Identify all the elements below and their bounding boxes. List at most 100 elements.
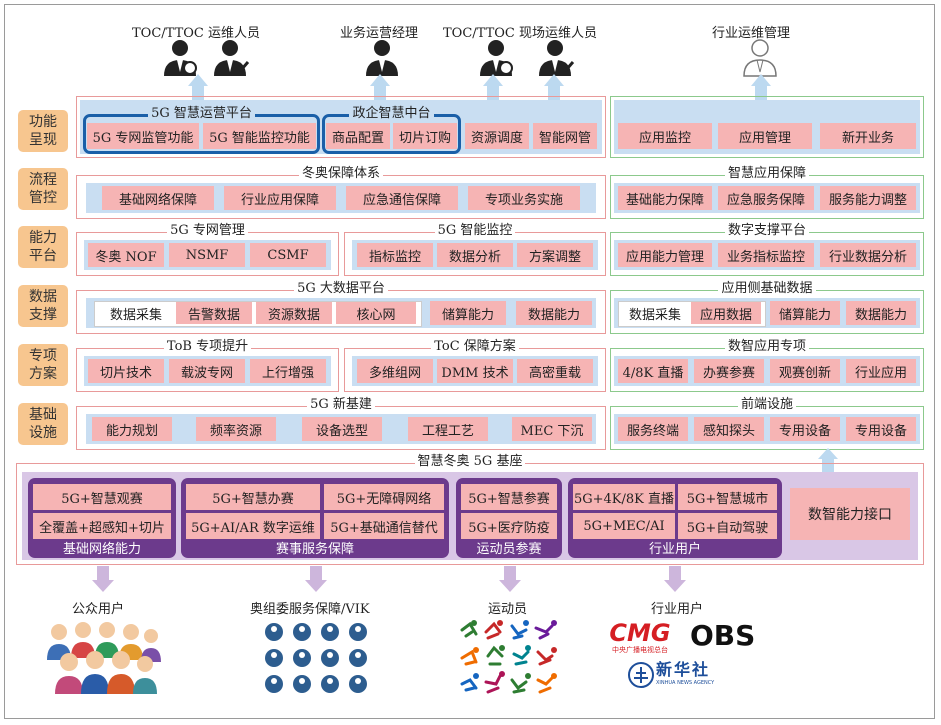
row1-group — [76, 96, 606, 158]
athletes-caption: 运动员 — [488, 602, 528, 617]
platform-5g-title: 5G 智慧运营平台 — [148, 106, 255, 121]
person-outline-icon — [743, 39, 777, 77]
row2-group: 冬奥保障体系 — [76, 166, 606, 219]
frontend-item: 感知探头 — [694, 417, 764, 441]
row2-title: 冬奥保障体系 — [298, 166, 383, 181]
vik-caption: 奥组委服务保障/VIK — [250, 602, 370, 617]
base-item: 5G+智慧办赛 — [186, 484, 320, 510]
row1-right-group — [610, 96, 924, 158]
arrow-down-icon — [92, 566, 114, 592]
frontend-item: 服务终端 — [618, 417, 688, 441]
role-toc-ops: TOC/TTOC 运维人员 — [132, 26, 260, 41]
arrow-up-icon — [751, 74, 771, 100]
industry-users-caption: 行业用户 — [651, 602, 704, 617]
layer-label: 流程 管控 — [18, 168, 68, 210]
arrow-up-icon — [544, 74, 564, 102]
role-biz-mgr: 业务运营经理 — [340, 26, 419, 41]
layer-label: 专项 方案 — [18, 344, 68, 386]
public-users-caption: 公众用户 — [72, 602, 125, 617]
row3-right-title: 数字支撑平台 — [724, 223, 809, 238]
row5-a-title: ToB 专项提升 — [163, 339, 252, 354]
xinhua-logo: 新华社 XINHUA NEWS AGENCY — [656, 660, 730, 690]
smart-app-assurance-item: 应急服务保障 — [718, 186, 814, 210]
row2-right-title: 智慧应用保障 — [724, 166, 809, 181]
data-source-item: 核心网 — [336, 302, 416, 324]
platform-5g-box: 5G 智慧运营平台 — [83, 106, 320, 154]
infra-item: 频率资源 — [196, 417, 276, 441]
digital-app-item: 行业应用 — [846, 359, 916, 383]
row5-right-group: 数智应用专项 — [610, 339, 924, 392]
data-source-item: 资源数据 — [256, 302, 332, 324]
staff-grid-icon — [265, 623, 367, 693]
assurance-item: 行业应用保障 — [224, 186, 336, 210]
smart-monitor-item: 指标监控 — [357, 243, 433, 267]
row4-group: 5G 大数据平台 — [76, 281, 606, 334]
cmg-logo: CMG 中央广播电视总台 — [604, 620, 676, 656]
storage-compute: 储算能力 — [430, 301, 506, 325]
gov-platform-box: 政企智慧中台 — [322, 106, 461, 154]
row5-a-group: ToB 专项提升 — [76, 339, 339, 392]
private-net-item: NSMF — [169, 243, 245, 267]
app-storage-compute: 储算能力 — [770, 301, 840, 325]
role-industry-mgr: 行业运维管理 — [712, 26, 791, 41]
arrow-up-icon — [370, 74, 390, 102]
arrow-down-icon — [305, 566, 327, 592]
arrow-up-icon — [818, 448, 838, 472]
private-net-item: CSMF — [250, 243, 326, 267]
goods-config: 商品配置 — [326, 123, 390, 149]
row5-b-group: ToC 保障方案 — [344, 339, 606, 392]
person-icon — [539, 40, 575, 76]
row6-title: 5G 新基建 — [307, 397, 375, 412]
row6-right-group: 前端设施 — [610, 397, 924, 450]
row6-group: 5G 新基建 — [76, 397, 606, 450]
gov-platform-title: 政企智慧中台 — [349, 106, 434, 121]
assurance-item: 应急通信保障 — [346, 186, 458, 210]
layer-label: 能力 平台 — [18, 226, 68, 268]
base-item: 5G+基础通信替代 — [324, 513, 444, 539]
crowd-icon — [47, 622, 161, 694]
data-source-item: 告警数据 — [176, 302, 252, 324]
slice-order: 切片订购 — [393, 123, 457, 149]
digital-support-item: 行业数据分析 — [820, 243, 916, 267]
assurance-item: 专项业务实施 — [468, 186, 580, 210]
infra-item: 能力规划 — [92, 417, 172, 441]
row3-right-group: 数字支撑平台 — [610, 223, 924, 276]
data-collect: 数据采集 — [98, 302, 174, 324]
row4-right-group: 应用侧基础数据 — [610, 281, 924, 334]
base-item: 5G+智慧参赛 — [461, 484, 557, 510]
person-icon — [164, 40, 197, 76]
frontend-item: 专用设备 — [770, 417, 840, 441]
row5-b-title: ToC 保障方案 — [431, 339, 519, 354]
app-monitor: 应用监控 — [618, 123, 712, 149]
smart-app-assurance-item: 基础能力保障 — [618, 186, 712, 210]
arrow-up-icon — [188, 74, 208, 102]
base-item: 5G+智慧城市 — [678, 484, 777, 510]
smart-monitor-item: 数据分析 — [437, 243, 513, 267]
digital-app-item: 4/8K 直播 — [618, 359, 688, 383]
base-item: 全覆盖+超感知+切片 — [33, 513, 171, 539]
app-data: 应用数据 — [691, 302, 761, 324]
smart-monitor-item: 方案调整 — [517, 243, 593, 267]
frontend-item: 专用设备 — [846, 417, 916, 441]
row3-b-title: 5G 智能监控 — [434, 223, 516, 238]
base-item: 5G+无障碍网络 — [324, 484, 444, 510]
row3-a-title: 5G 专网管理 — [167, 223, 248, 238]
row3-a-group: 5G 专网管理 — [76, 223, 339, 276]
digital-support-item: 业务指标监控 — [718, 243, 814, 267]
smart-app-assurance-item: 服务能力调整 — [820, 186, 916, 210]
xinhua-logo-subtitle: XINHUA NEWS AGENCY — [656, 680, 715, 686]
cmg-logo-subtitle: 中央广播电视总台 — [612, 646, 668, 654]
base-group-industry-caption: 行业用户 — [648, 542, 701, 557]
digital-app-item: 观赛创新 — [770, 359, 840, 383]
row6-right-title: 前端设施 — [737, 397, 796, 412]
tob-item: 载波专网 — [169, 359, 245, 383]
arrow-up-icon — [483, 74, 503, 102]
resource-scheduling: 资源调度 — [465, 123, 529, 149]
layer-label: 功能 呈现 — [18, 110, 68, 152]
row4-right-title: 应用侧基础数据 — [718, 281, 816, 296]
base-group-network-caption: 基础网络能力 — [62, 542, 141, 557]
base-group-event-caption: 赛事服务保障 — [275, 542, 354, 557]
row3-b-group: 5G 智能监控 — [344, 223, 606, 276]
smart-nms: 智能网管 — [533, 123, 597, 149]
base-item: 5G+AI/AR 数字运维 — [186, 513, 320, 539]
